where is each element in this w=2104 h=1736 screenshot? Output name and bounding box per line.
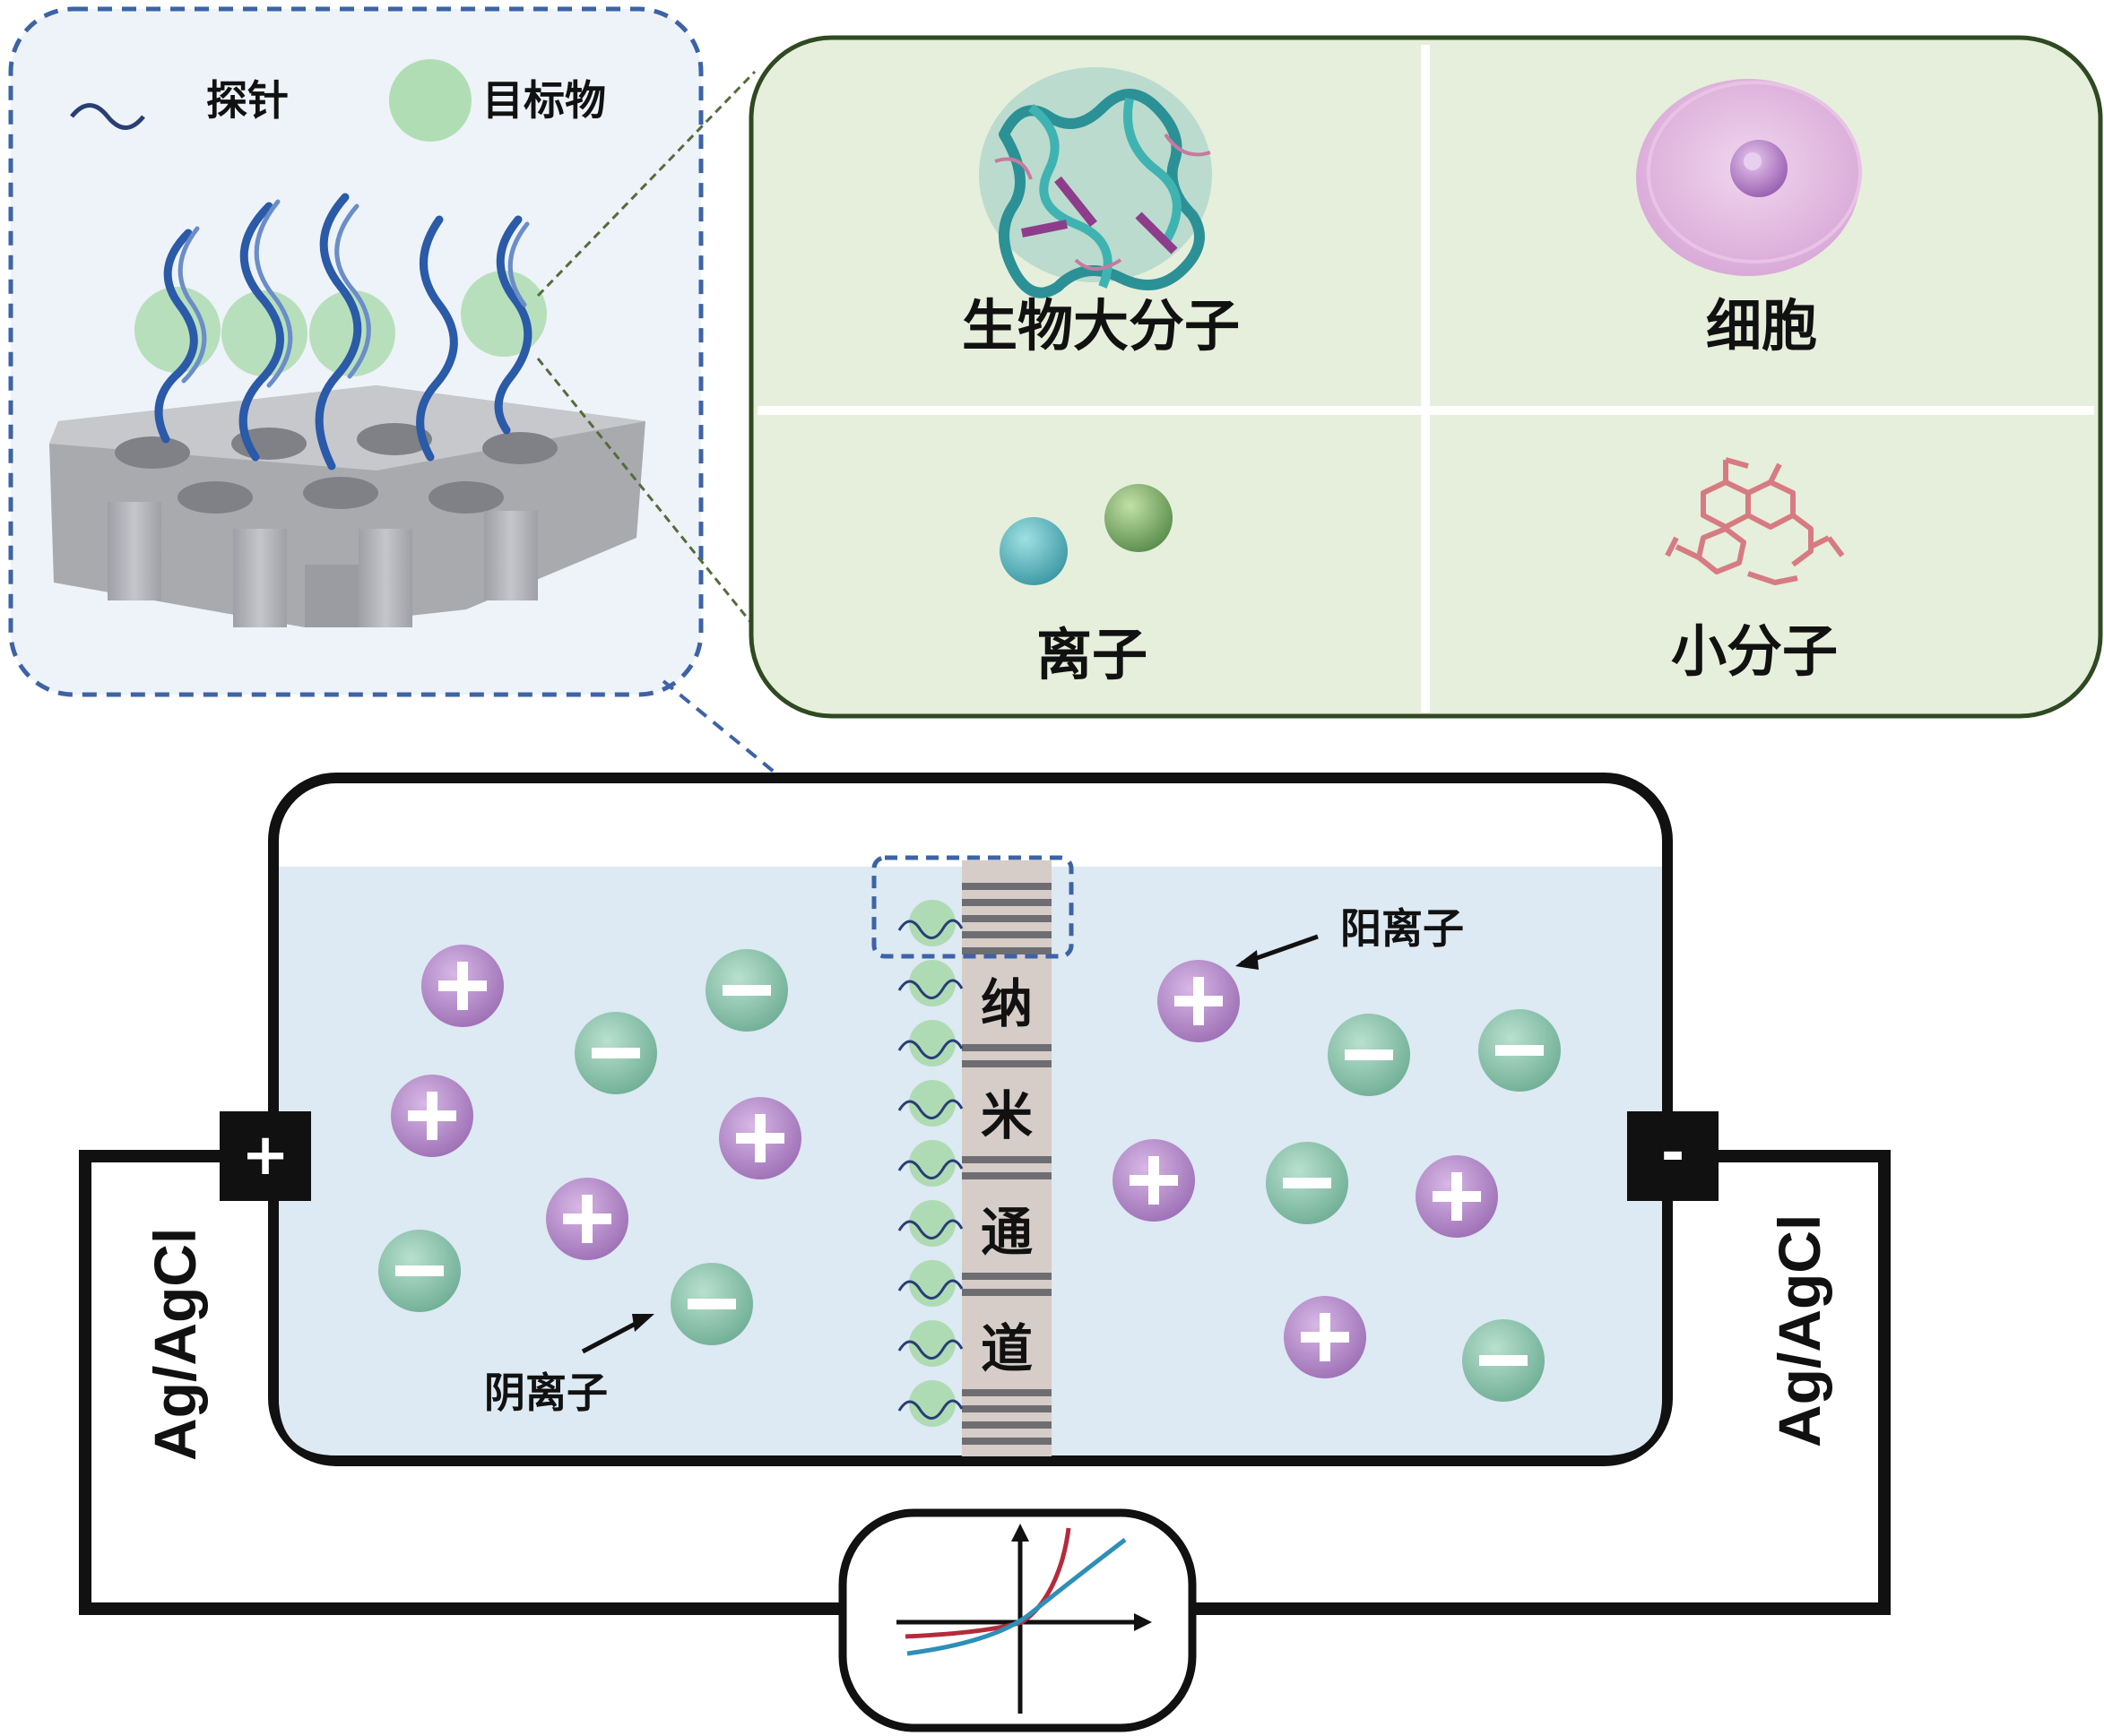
- channel-char-2: 米: [981, 1085, 1033, 1146]
- cation: [1284, 1296, 1366, 1378]
- target-legend: 目标物: [389, 59, 606, 142]
- anion-annotation: 阴离子: [484, 1314, 654, 1417]
- small-molecule-label: 小分子: [1671, 618, 1838, 684]
- dna-probe: [416, 215, 458, 462]
- circuit-wire: [79, 1150, 843, 1615]
- probe-target-pair: [897, 1020, 964, 1067]
- dna-probe: [507, 221, 530, 307]
- biomacromolecule-label: 生物大分子: [962, 293, 1240, 358]
- negative-terminal-sign: -: [1661, 1120, 1685, 1187]
- ion-field: [378, 945, 1561, 1402]
- bound-targets: [134, 271, 547, 376]
- probe-legend: 探针: [70, 76, 289, 130]
- target-legend-label: 目标物: [482, 76, 606, 125]
- small-molecule-illustration: [1665, 457, 1845, 585]
- cation: [719, 1097, 801, 1179]
- protein-illustration: [979, 67, 1212, 298]
- targets-panel: 生物大分子 细胞 离子 小分子: [749, 35, 2103, 719]
- ions-illustration: [1000, 484, 1173, 585]
- cell-label: 细胞: [1706, 293, 1817, 358]
- channel-char-3: 通: [981, 1202, 1033, 1263]
- probe-target-pair: [897, 1380, 964, 1427]
- dna-probes: [154, 193, 532, 471]
- probe-legend-icon: [70, 103, 145, 130]
- ion-label: 离子: [1036, 622, 1147, 687]
- dna-probe: [238, 202, 284, 462]
- anion: [671, 1263, 753, 1345]
- dna-probe: [494, 215, 532, 435]
- cation: [1157, 960, 1240, 1042]
- positive-terminal-sign: +: [241, 1122, 290, 1188]
- probe-target-pair: [897, 1140, 964, 1187]
- anion: [575, 1012, 657, 1094]
- probe-target-pair: [897, 960, 964, 1006]
- channel-char-4: 道: [981, 1318, 1033, 1379]
- right-electrode-label: Ag/AgCl: [1766, 1214, 1832, 1447]
- iv-y-arrow: [1011, 1524, 1029, 1542]
- dna-probe: [154, 229, 198, 444]
- anion: [1462, 1319, 1545, 1402]
- dna-probe: [177, 226, 207, 384]
- negative-terminal: -: [1627, 1111, 1719, 1201]
- positive-terminal: +: [220, 1111, 311, 1201]
- iv-x-arrow: [1134, 1613, 1152, 1631]
- anion: [378, 1230, 461, 1312]
- channel-char-1: 纳: [981, 973, 1033, 1034]
- cation-label: 阳离子: [1340, 904, 1464, 953]
- anion: [1266, 1142, 1348, 1224]
- anion: [706, 949, 788, 1032]
- zoom-connector: [536, 70, 757, 298]
- nanochannel: 纳 米 通 道: [962, 860, 1052, 1456]
- probe-target-pair: [897, 1080, 964, 1127]
- cation: [391, 1075, 473, 1157]
- zoom-highlight-box: [871, 855, 1074, 959]
- iv-meter: [838, 1508, 1197, 1732]
- target-legend-icon: [389, 59, 472, 142]
- cation: [1113, 1139, 1195, 1222]
- dna-probe: [334, 203, 371, 379]
- target-sphere: [309, 290, 395, 376]
- iv-curve-blue: [906, 1538, 1127, 1656]
- measurement-circuit: 纳 米 通 道 阳离子 阴离子 + - Ag: [79, 773, 1891, 1732]
- cation: [421, 945, 504, 1027]
- cation: [546, 1178, 628, 1260]
- anion: [1328, 1014, 1410, 1096]
- dna-probe: [315, 193, 362, 471]
- zoom-connector: [536, 358, 757, 628]
- anion-label: 阴离子: [484, 1369, 608, 1417]
- channel-probes: [897, 900, 964, 1427]
- probe-target-pair: [897, 1200, 964, 1247]
- probe-target-pair: [897, 1320, 964, 1367]
- cation-annotation: 阳离子: [1235, 904, 1464, 970]
- cation: [1416, 1155, 1498, 1238]
- probe-target-pair: [897, 900, 964, 946]
- anion: [1478, 1009, 1561, 1092]
- dna-probe: [254, 199, 293, 388]
- target-sphere: [134, 287, 221, 373]
- probe-target-pair: [897, 1260, 964, 1307]
- probe-legend-label: 探针: [206, 76, 289, 125]
- zoom-panel: 探针 目标物: [8, 6, 704, 697]
- circuit-wire: [1192, 1150, 1891, 1615]
- cell-illustration: [1636, 79, 1862, 276]
- left-electrode-label: Ag/AgCl: [142, 1228, 208, 1461]
